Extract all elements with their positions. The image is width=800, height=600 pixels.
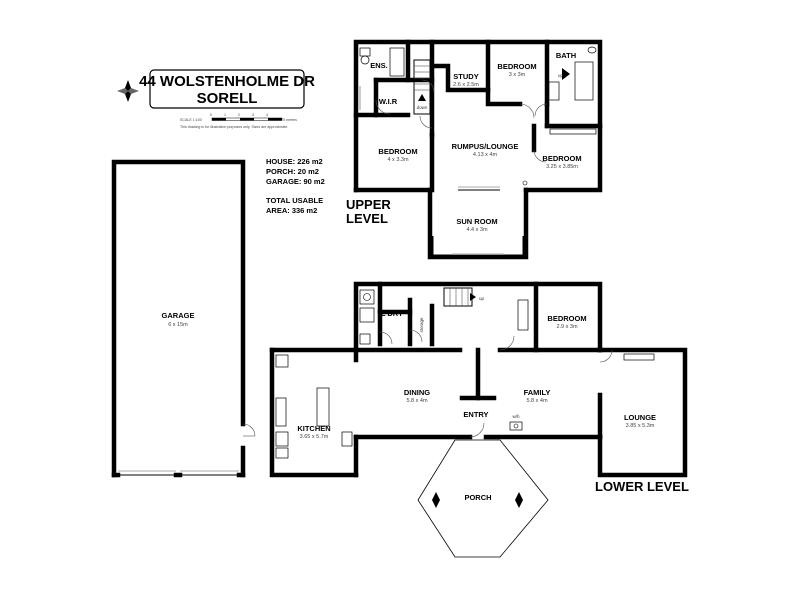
lower-kitchen-dims: 3.65 x 5.7m [300, 434, 329, 440]
porch: PORCH [417, 439, 549, 558]
lower-dining-dims: 5.8 x 4m [406, 398, 428, 404]
upper-rumpus-dims: 4.13 x 4m [473, 152, 498, 158]
scale-tick-5: 5 metres [283, 118, 297, 122]
upper-bedroom-right-label: BEDROOM [542, 154, 581, 163]
stat-porch: PORCH: 20 m2 [266, 167, 319, 176]
upper-level-label-line-2: LEVEL [346, 211, 388, 226]
area-stats: HOUSE: 226 m2 PORCH: 20 m2 GARAGE: 90 m2… [266, 157, 325, 215]
upper-bedroom-top-label: BEDROOM [497, 62, 536, 71]
upper-study-dims: 2.6 x 2.5m [453, 82, 479, 88]
lower-bedroom-dims: 2.9 x 3m [556, 324, 578, 330]
lower-lounge-label: LOUNGE [624, 413, 656, 422]
upper-bedroom-right-dims: 3.25 x 3.85m [546, 164, 578, 170]
upper-wir-label: W.I.R [379, 97, 398, 106]
lower-level: up storage w/h PORCH L'DRY BEDROOM [269, 281, 689, 558]
stat-garage: GARAGE: 90 m2 [266, 177, 325, 186]
lower-family-label: FAMILY [524, 388, 551, 397]
upper-stair-down-label: down [417, 105, 428, 110]
garage: GARAGE 6 x 15m [111, 159, 256, 478]
stat-house: HOUSE: 226 m2 [266, 157, 323, 166]
stat-total-line-1: TOTAL USABLE [266, 196, 323, 205]
lower-porch-label: PORCH [464, 493, 491, 502]
scale-tick-1: 1 [224, 113, 226, 117]
upper-stair-up-label: up [558, 73, 564, 78]
address-line-1: 44 WOLSTENHOLME DR [139, 73, 315, 90]
lower-entry-label: ENTRY [463, 410, 488, 419]
scale-tick-2: 2 [238, 113, 240, 117]
upper-ensuite-label: ENS. [370, 61, 388, 70]
scale-tick-3: 3 [252, 113, 254, 117]
lower-lounge-dims: 3.85 x 5.3m [626, 423, 655, 429]
upper-bedroom-left-label: BEDROOM [378, 147, 417, 156]
garage-dims: 6 x 15m [168, 322, 188, 328]
upper-bath-label: BATH [556, 51, 576, 60]
lower-laundry-label: L'DRY [381, 309, 403, 318]
address-line-2: SORELL [197, 90, 258, 107]
stat-total-line-2: AREA: 336 m2 [266, 206, 317, 215]
upper-rumpus-label: RUMPUS/LOUNGE [452, 142, 519, 151]
lower-dining-label: DINING [404, 388, 430, 397]
scale-bar: SCALE 1:100 0 1 2 3 4 5 metres This draw… [180, 113, 297, 129]
upper-sunroom-dims: 4.4 x 3m [466, 227, 488, 233]
upper-level: down up ENS. W.I.R STUDY 2.6 x 2.5m BEDR… [346, 39, 603, 260]
lower-family-dims: 5.8 x 4m [526, 398, 548, 404]
upper-sunroom-label: SUN ROOM [456, 217, 497, 226]
scale-tick-0: 0 [210, 113, 212, 117]
lower-stair-up-label: up [479, 296, 485, 301]
upper-bedroom-left-dims: 4 x 3.3m [387, 157, 409, 163]
compass-icon [117, 80, 139, 102]
upper-study-label: STUDY [453, 72, 478, 81]
lower-kitchen-label: KITCHEN [297, 424, 330, 433]
address-title: 44 WOLSTENHOLME DR SORELL [139, 69, 315, 109]
upper-bedroom-top-dims: 3 x 3m [509, 72, 526, 78]
lower-storage-label: storage [419, 317, 424, 333]
scale-disclaimer: This drawing is for illustration purpose… [180, 125, 288, 129]
scale-tick-4: 4 [266, 113, 268, 117]
garage-label: GARAGE [162, 311, 195, 320]
lower-wh-label: w/h [512, 414, 520, 419]
scale-label: SCALE 1:100 [180, 118, 202, 122]
lower-level-label: LOWER LEVEL [595, 479, 689, 494]
upper-level-label-line-1: UPPER [346, 197, 391, 212]
lower-bedroom-label: BEDROOM [547, 314, 586, 323]
